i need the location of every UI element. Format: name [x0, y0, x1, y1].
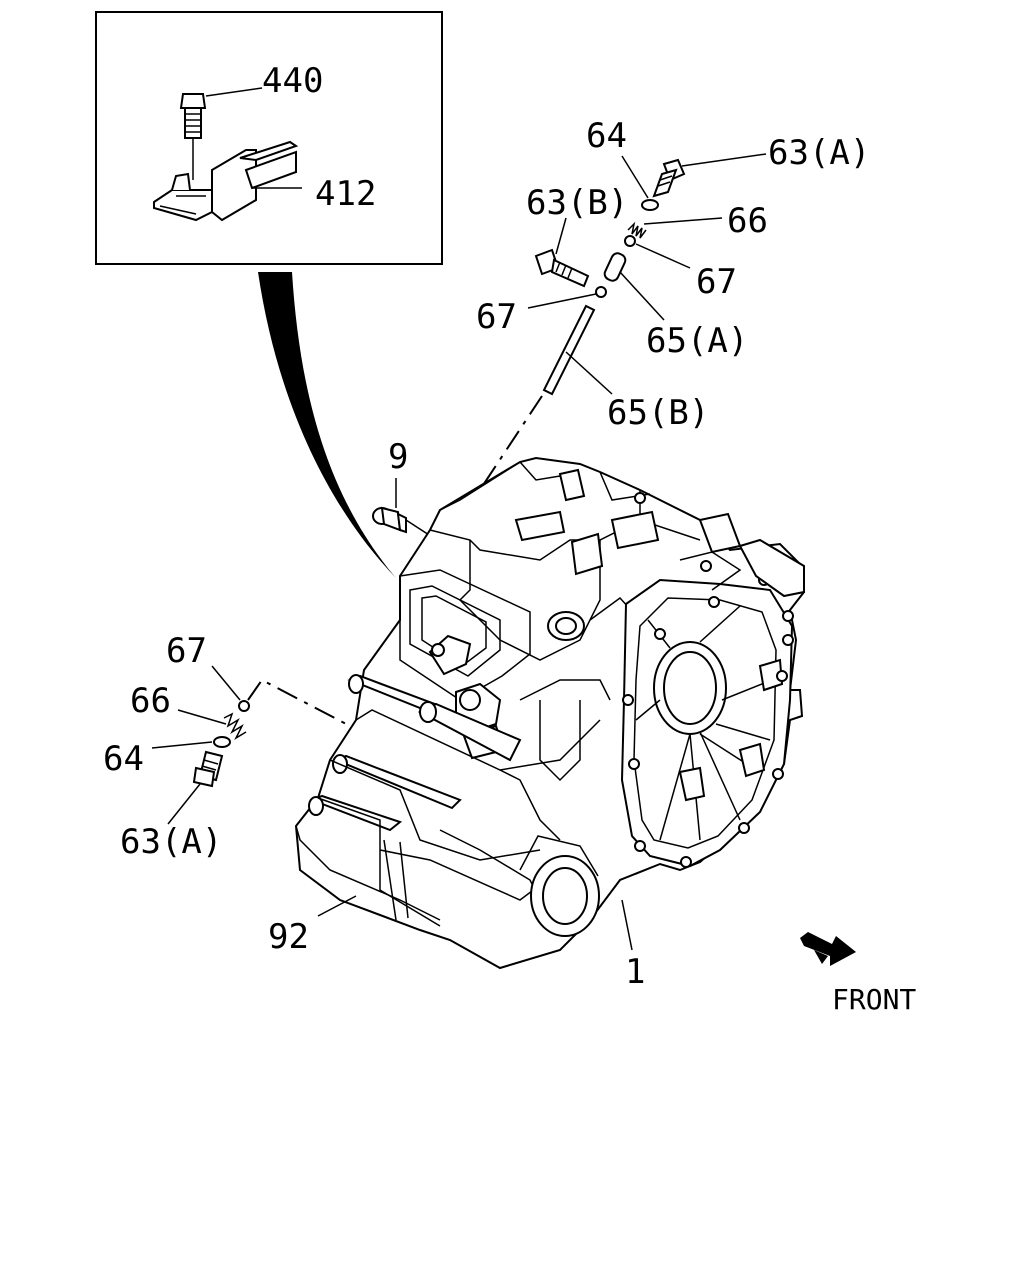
label-63a-upper: 63(A) [768, 133, 870, 173]
leader-1 [621, 899, 633, 951]
label-440: 440 [262, 61, 323, 101]
pin-65b [542, 304, 596, 396]
leader-66-left [177, 709, 227, 725]
bracket-412 [153, 140, 299, 222]
leader-63a-left [167, 783, 201, 825]
upper-right-parts: 64 63(A) 63(B) 66 67 67 65(A) 65(B) [459, 116, 870, 521]
left-install-line [247, 678, 351, 727]
label-65a: 65(A) [646, 321, 748, 361]
o-ring-64-upper [641, 199, 659, 211]
left-parts: 67 66 64 63(A) [103, 631, 351, 862]
leader-67-upper [635, 243, 691, 269]
label-67-upper: 67 [696, 262, 737, 302]
label-92: 92 [268, 917, 309, 957]
plug-63b [534, 248, 590, 288]
leader-65b [565, 351, 613, 395]
label-63a-left: 63(A) [120, 822, 222, 862]
label-9: 9 [388, 437, 408, 477]
transmission-case [294, 456, 805, 970]
leader-63a-upper [681, 153, 767, 167]
o-ring-64-left [213, 736, 231, 748]
ball-67-upper [624, 235, 636, 247]
plug-63a-left [192, 750, 224, 788]
front-label: FRONT [832, 983, 916, 1016]
label-64-left: 64 [103, 739, 144, 779]
plug-9 [372, 478, 407, 534]
leader-67-lower [527, 293, 597, 309]
pin-65a [603, 252, 627, 282]
leader-64-left [151, 741, 213, 749]
detail-pointer-arrow [258, 272, 396, 578]
label-67-lower: 67 [476, 297, 517, 337]
leader-440 [205, 87, 263, 97]
label-65b: 65(B) [607, 393, 709, 433]
spring-66-left [223, 712, 247, 740]
label-67-left: 67 [166, 631, 207, 671]
label-63b: 63(B) [526, 183, 628, 223]
inset-detail: 440 412 [95, 11, 443, 265]
leader-66-upper [643, 217, 723, 225]
label-66-upper: 66 [727, 201, 768, 241]
ball-67-lower [595, 286, 607, 298]
bolt-440 [179, 93, 207, 180]
leader-63b [555, 217, 567, 255]
leader-65a [619, 271, 665, 321]
pin-install-line [459, 395, 543, 521]
label-412: 412 [315, 174, 376, 214]
leader-92 [317, 895, 357, 917]
leader-67-left [211, 665, 241, 701]
inset-frame [95, 11, 443, 265]
ball-67-left [238, 700, 250, 712]
label-66-left: 66 [130, 681, 171, 721]
label-1: 1 [625, 952, 645, 992]
plug-63a-upper [652, 158, 686, 198]
leader-64-upper [621, 155, 649, 199]
front-arrow-icon [800, 932, 856, 966]
label-64-upper: 64 [586, 116, 627, 156]
spring-66-upper [627, 221, 647, 239]
